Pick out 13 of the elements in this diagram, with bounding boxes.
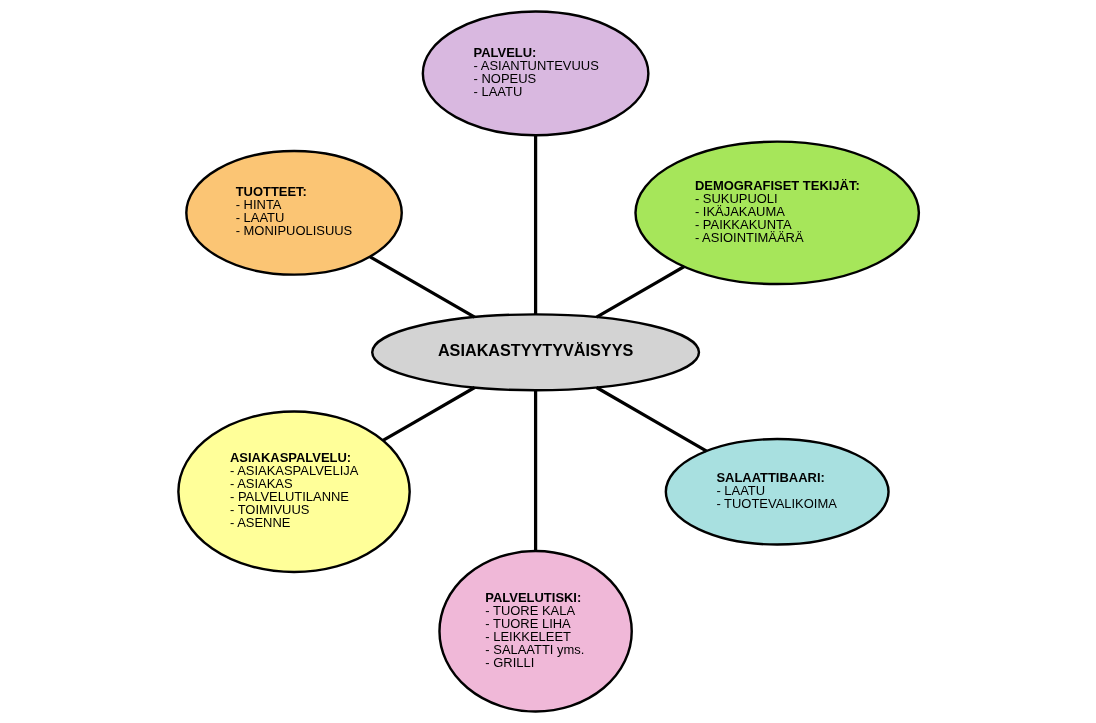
connector (533, 135, 537, 315)
connector (381, 386, 475, 442)
node-ellipse: DEMOGRAFISET TEKIJÄT: - SUKUPUOLI - IKÄJAKAUMA - PAIKKAKUNTA - ASIOINTIMÄÄRÄ (633, 140, 920, 286)
node-ellipse: PALVELUTISKI: - TUORE KALA - TUORE LIHA - LEIKKELEET - SALAATTI yms. - GRILLI (437, 549, 633, 713)
connector (595, 265, 685, 319)
connector (533, 390, 537, 551)
node-ellipse: ASIAKASPALVELU: - ASIAKASPALVELIJA - ASIAKAS - PALVELUTILANNE - TOIMIVUUS - ASENNE (176, 410, 411, 574)
node-ellipse: ASIAKASTYYTYVÄISYYS (370, 313, 700, 392)
node-ellipse: PALVELU: - ASIANTUNTEVUUS - NOPEUS - LAATU (421, 10, 650, 137)
node-ellipse: SALAATTIBAARI: - LAATU - TUOTEVALIKOIMA (664, 437, 890, 546)
node-ellipse: TUOTTEET: - HINTA - LAATU - MONIPUOLISUUS (184, 149, 403, 276)
connector (595, 386, 707, 453)
connector (368, 255, 475, 319)
